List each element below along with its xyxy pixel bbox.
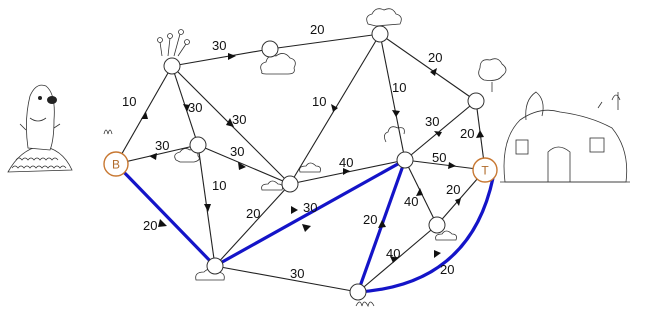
edge	[269, 33, 381, 50]
arrowhead	[430, 68, 437, 76]
bush-icon	[103, 126, 405, 308]
arrowhead	[183, 104, 190, 112]
arrowhead	[390, 256, 398, 263]
arrowhead	[476, 130, 484, 138]
edge	[404, 159, 486, 171]
graph-node	[206, 257, 224, 275]
graph-node	[371, 25, 389, 43]
arrowhead	[416, 188, 423, 196]
arrowhead	[331, 104, 338, 112]
arrowheads	[141, 53, 484, 263]
arrowhead	[378, 220, 386, 228]
arrowhead	[141, 112, 148, 119]
arrowhead	[149, 153, 157, 160]
node-T	[472, 157, 498, 183]
edge	[214, 183, 291, 267]
mole-icon	[7, 84, 73, 173]
edge	[171, 48, 271, 67]
edge	[379, 33, 477, 102]
house-icon	[500, 91, 630, 183]
edge-weight: 50	[432, 150, 446, 165]
arrowhead	[343, 168, 350, 175]
edge-weight: 40	[404, 194, 418, 209]
graph-node	[396, 151, 414, 169]
graph-node	[281, 175, 299, 193]
edge-weights: 30 20 20 10 10 30 30 30 10 20 40 10 30 2…	[122, 22, 474, 281]
highlighted-edge	[114, 162, 217, 268]
cloud-icon	[174, 8, 457, 281]
edge	[197, 144, 291, 185]
arrowhead	[455, 198, 461, 206]
edge-weight: 40	[386, 246, 400, 261]
edge-weight: 10	[392, 80, 406, 95]
edge-weight: 20	[143, 218, 157, 233]
graph-node	[349, 283, 367, 301]
edge-weight: 20	[428, 50, 442, 65]
highlighted-edge	[214, 158, 406, 268]
graph-node	[163, 57, 181, 75]
edge-weight: 30	[303, 200, 317, 215]
edge-weight: 10	[312, 94, 326, 109]
highlighted-edge	[357, 177, 495, 294]
edge-weight: 20	[363, 212, 377, 227]
tree-icon	[478, 58, 507, 92]
arrowhead	[228, 53, 236, 60]
arrowhead	[434, 131, 442, 137]
node-B-label: B	[112, 158, 120, 172]
edge	[379, 33, 406, 161]
graph-node	[189, 136, 207, 154]
arrowhead	[226, 118, 234, 127]
graph-node	[261, 40, 279, 58]
edge-weight: 10	[122, 94, 136, 109]
graph-node	[467, 92, 485, 110]
node-T-label: T	[481, 164, 489, 178]
edge-weight: 10	[212, 178, 226, 193]
arrowhead	[238, 162, 246, 170]
arrowhead	[158, 219, 167, 227]
edge-weight: 30	[212, 38, 226, 53]
edge-weight: 20	[310, 22, 324, 37]
node-B	[103, 151, 129, 177]
edge-weight: 20	[440, 262, 454, 277]
graph-node	[428, 216, 446, 234]
edge-weight: 20	[460, 126, 474, 141]
edge-weight: 30	[425, 114, 439, 129]
edge-weight: 30	[230, 144, 244, 159]
edge-weight: 30	[290, 266, 304, 281]
arrowhead	[448, 162, 456, 169]
edge-weight: 30	[155, 138, 169, 153]
arrowhead	[291, 206, 298, 214]
edge-weight: 40	[339, 155, 353, 170]
arrowhead	[302, 224, 311, 232]
edge-weight: 20	[446, 182, 460, 197]
edge	[404, 100, 477, 161]
edge	[214, 265, 359, 293]
edge-weight: 30	[232, 112, 246, 127]
flower-icon	[157, 29, 190, 57]
edge	[115, 144, 199, 165]
arrowhead	[392, 110, 400, 117]
arrowhead	[204, 204, 211, 212]
edge-weight: 20	[246, 206, 260, 221]
arrowhead	[434, 250, 441, 258]
edge-weight: 30	[188, 100, 202, 115]
nodes	[103, 25, 498, 301]
